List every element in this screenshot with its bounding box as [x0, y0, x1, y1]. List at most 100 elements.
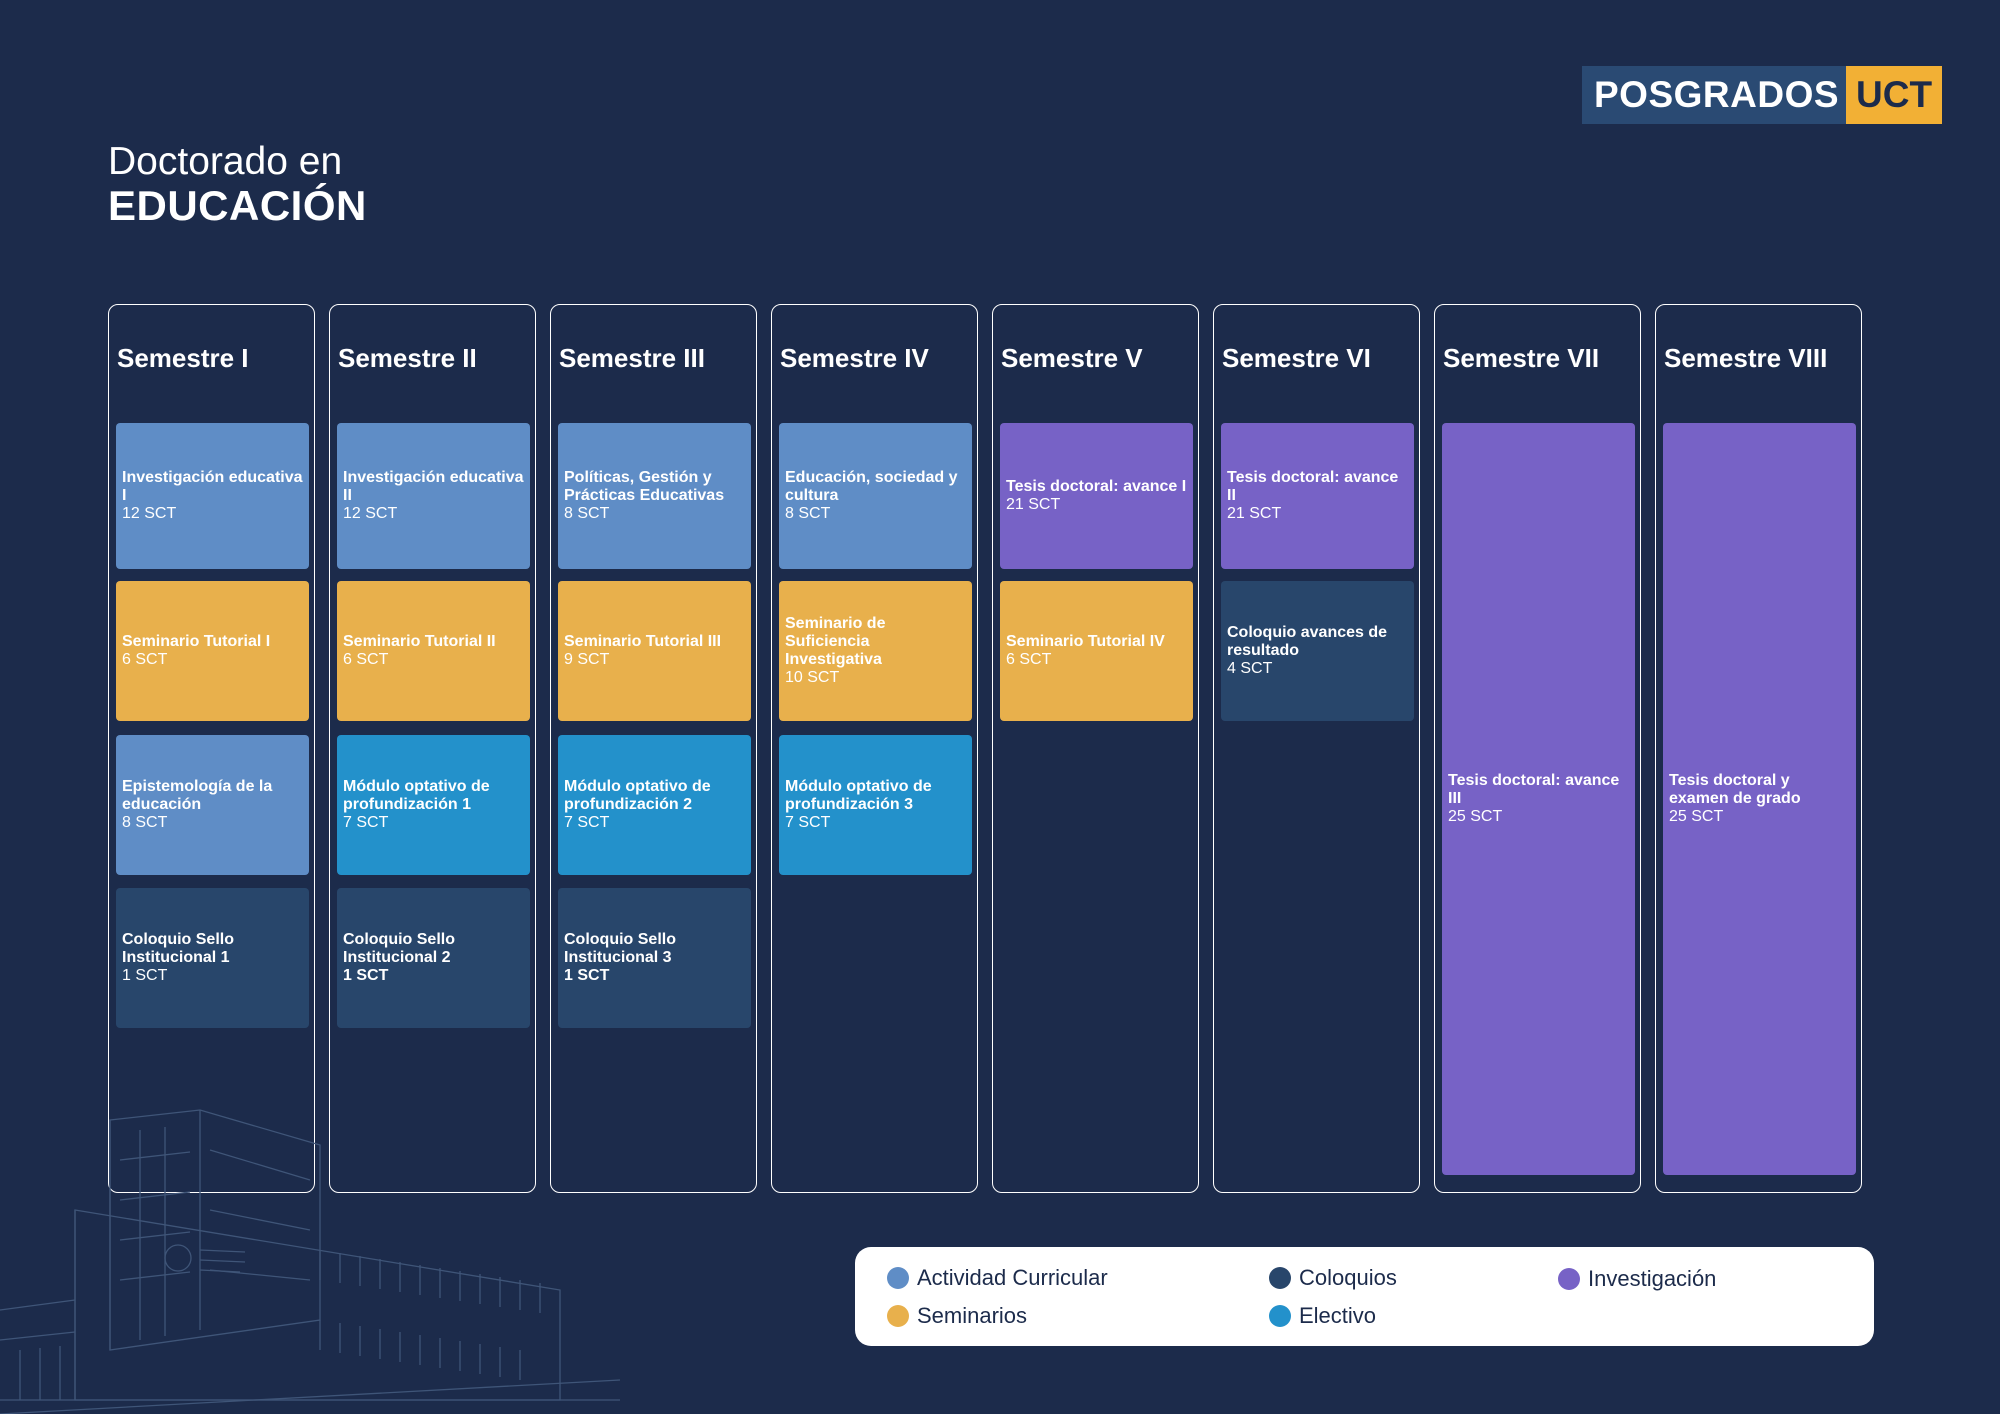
- course-card-electivo: Módulo optativo de profundización 1 7 SC…: [337, 735, 530, 875]
- legend-label: Investigación: [1588, 1266, 1717, 1291]
- course-credits: 10 SCT: [785, 669, 840, 686]
- semester-title: Semestre VI: [1222, 343, 1371, 373]
- course-credits: 21 SCT: [1227, 505, 1282, 522]
- course-credits: 8 SCT: [564, 505, 610, 522]
- course-name: Seminario de Suficiencia Investigativa: [785, 615, 886, 668]
- course-card-investigacion: Tesis doctoral: avance II 21 SCT: [1221, 423, 1414, 569]
- course-credits: 1 SCT: [343, 967, 389, 984]
- course-name: Investigación educativa I: [122, 469, 303, 504]
- legend: Actividad Curricular Coloquios Investiga…: [855, 1247, 1874, 1346]
- semester-column-8: Semestre VIII Tesis doctoral y examen de…: [1655, 304, 1862, 1193]
- course-card-coloquio: Coloquio Sello Institucional 1 1 SCT: [116, 888, 309, 1028]
- course-card-seminario: Seminario de Suficiencia Investigativa 1…: [779, 581, 972, 721]
- course-credits: 21 SCT: [1006, 496, 1061, 513]
- legend-item-actividad-curricular: Actividad Curricular: [887, 1265, 1108, 1291]
- course-card-actividad-curricular: Investigación educativa I 12 SCT: [116, 423, 309, 569]
- legend-item-seminarios: Seminarios: [887, 1303, 1027, 1329]
- course-card-investigacion: Tesis doctoral y examen de grado 25 SCT: [1663, 423, 1856, 1175]
- semester-column-7: Semestre VII Tesis doctoral: avance III …: [1434, 304, 1641, 1193]
- course-name: Educación, sociedad y cultura: [785, 469, 958, 504]
- legend-label: Coloquios: [1299, 1265, 1397, 1290]
- course-name: Módulo optativo de profundización 1: [343, 778, 490, 813]
- course-name: Investigación educativa II: [343, 469, 524, 504]
- course-credits: 25 SCT: [1669, 808, 1724, 825]
- legend-dot-icon: [1269, 1305, 1291, 1327]
- course-credits: 6 SCT: [1006, 651, 1052, 668]
- course-card-actividad-curricular: Investigación educativa II 12 SCT: [337, 423, 530, 569]
- posgrados-uct-logo: POSGRADOS UCT: [1582, 66, 1943, 124]
- course-credits: 8 SCT: [122, 814, 168, 831]
- course-name: Coloquio Sello Institucional 1: [122, 931, 234, 966]
- legend-dot-icon: [1558, 1268, 1580, 1290]
- course-name: Seminario Tutorial II: [343, 633, 496, 650]
- legend-dot-icon: [887, 1305, 909, 1327]
- legend-label: Electivo: [1299, 1303, 1377, 1328]
- semester-title: Semestre II: [338, 343, 477, 373]
- course-card-actividad-curricular: Políticas, Gestión y Prácticas Educativa…: [558, 423, 751, 569]
- building-sketch-illustration: [0, 1109, 620, 1414]
- course-name: Coloquio Sello Institucional 2: [343, 931, 455, 966]
- course-card-investigacion: Tesis doctoral: avance I 21 SCT: [1000, 423, 1193, 569]
- legend-label: Actividad Curricular: [917, 1265, 1108, 1290]
- course-credits: 7 SCT: [564, 814, 610, 831]
- course-credits: 8 SCT: [785, 505, 831, 522]
- logo-posgrados-text: POSGRADOS: [1582, 66, 1847, 124]
- course-credits: 4 SCT: [1227, 660, 1273, 677]
- course-card-investigacion: Tesis doctoral: avance III 25 SCT: [1442, 423, 1635, 1175]
- semester-title: Semestre VIII: [1664, 343, 1828, 373]
- course-card-seminario: Seminario Tutorial III 9 SCT: [558, 581, 751, 721]
- course-credits: 1 SCT: [564, 967, 610, 984]
- course-card-seminario: Seminario Tutorial IV 6 SCT: [1000, 581, 1193, 721]
- logo-uct-text: UCT: [1846, 66, 1943, 124]
- course-card-actividad-curricular: Educación, sociedad y cultura 8 SCT: [779, 423, 972, 569]
- semester-column-2: Semestre II Investigación educativa II 1…: [329, 304, 536, 1193]
- course-name: Tesis doctoral: avance II: [1227, 469, 1399, 504]
- course-name: Coloquio Sello Institucional 3: [564, 931, 676, 966]
- course-name: Epistemología de la educación: [122, 778, 273, 813]
- course-name: Tesis doctoral y examen de grado: [1669, 772, 1801, 807]
- legend-item-investigacion: Investigación: [1558, 1266, 1716, 1292]
- course-credits: 6 SCT: [122, 651, 168, 668]
- course-name: Tesis doctoral: avance I: [1006, 478, 1187, 495]
- course-credits: 7 SCT: [785, 814, 831, 831]
- course-credits: 12 SCT: [122, 505, 177, 522]
- semester-columns: Semestre I Investigación educativa I 12 …: [108, 304, 1862, 1193]
- course-card-electivo: Módulo optativo de profundización 2 7 SC…: [558, 735, 751, 875]
- course-credits: 1 SCT: [122, 967, 168, 984]
- course-card-seminario: Seminario Tutorial I 6 SCT: [116, 581, 309, 721]
- semester-column-1: Semestre I Investigación educativa I 12 …: [108, 304, 315, 1193]
- program-title: EDUCACIÓN: [108, 182, 367, 229]
- semester-title: Semestre VII: [1443, 343, 1600, 373]
- legend-item-coloquios: Coloquios: [1269, 1265, 1397, 1291]
- course-name: Seminario Tutorial III: [564, 633, 722, 650]
- course-card-coloquio: Coloquio avances de resultado 4 SCT: [1221, 581, 1414, 721]
- semester-column-4: Semestre IV Educación, sociedad y cultur…: [771, 304, 978, 1193]
- semester-title: Semestre I: [117, 343, 249, 373]
- semester-title: Semestre III: [559, 343, 705, 373]
- course-name: Tesis doctoral: avance III: [1448, 772, 1620, 807]
- semester-title: Semestre V: [1001, 343, 1143, 373]
- course-name: Seminario Tutorial I: [122, 633, 271, 650]
- course-credits: 7 SCT: [343, 814, 389, 831]
- course-name: Seminario Tutorial IV: [1006, 633, 1165, 650]
- legend-dot-icon: [1269, 1267, 1291, 1289]
- course-name: Módulo optativo de profundización 2: [564, 778, 711, 813]
- course-card-coloquio: Coloquio Sello Institucional 3 1 SCT: [558, 888, 751, 1028]
- semester-column-3: Semestre III Políticas, Gestión y Prácti…: [550, 304, 757, 1193]
- course-name: Coloquio avances de resultado: [1227, 624, 1388, 659]
- semester-column-6: Semestre VI Tesis doctoral: avance II 21…: [1213, 304, 1420, 1193]
- course-card-actividad-curricular: Epistemología de la educación 8 SCT: [116, 735, 309, 875]
- course-credits: 25 SCT: [1448, 808, 1503, 825]
- course-card-coloquio: Coloquio Sello Institucional 2 1 SCT: [337, 888, 530, 1028]
- course-credits: 12 SCT: [343, 505, 398, 522]
- course-credits: 6 SCT: [343, 651, 389, 668]
- course-name: Políticas, Gestión y Prácticas Educativa…: [564, 469, 725, 504]
- course-card-seminario: Seminario Tutorial II 6 SCT: [337, 581, 530, 721]
- semester-column-5: Semestre V Tesis doctoral: avance I 21 S…: [992, 304, 1199, 1193]
- legend-dot-icon: [887, 1267, 909, 1289]
- course-card-electivo: Módulo optativo de profundización 3 7 SC…: [779, 735, 972, 875]
- program-title-prefix: Doctorado en: [108, 140, 343, 183]
- course-name: Módulo optativo de profundización 3: [785, 778, 932, 813]
- course-credits: 9 SCT: [564, 651, 610, 668]
- legend-item-electivo: Electivo: [1269, 1303, 1376, 1329]
